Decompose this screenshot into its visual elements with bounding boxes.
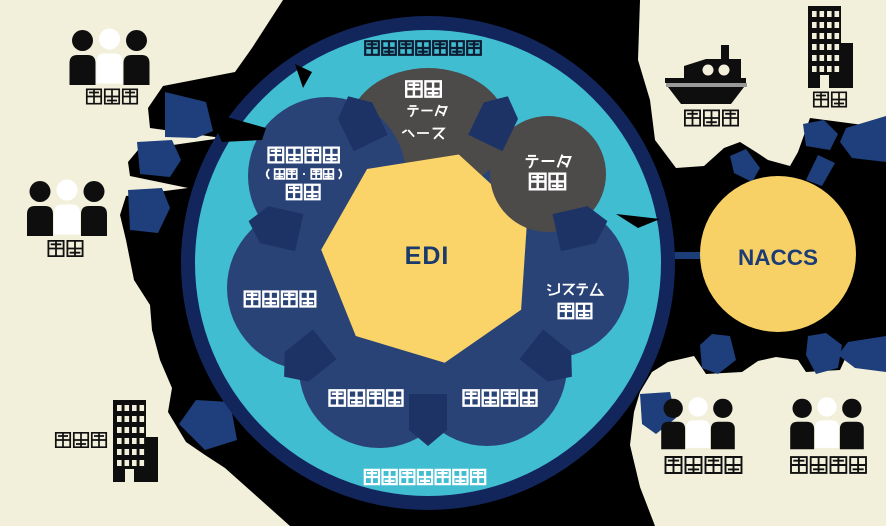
svg-text:EDI: EDI (405, 242, 450, 270)
svg-text:NACCS: NACCS (738, 245, 818, 270)
